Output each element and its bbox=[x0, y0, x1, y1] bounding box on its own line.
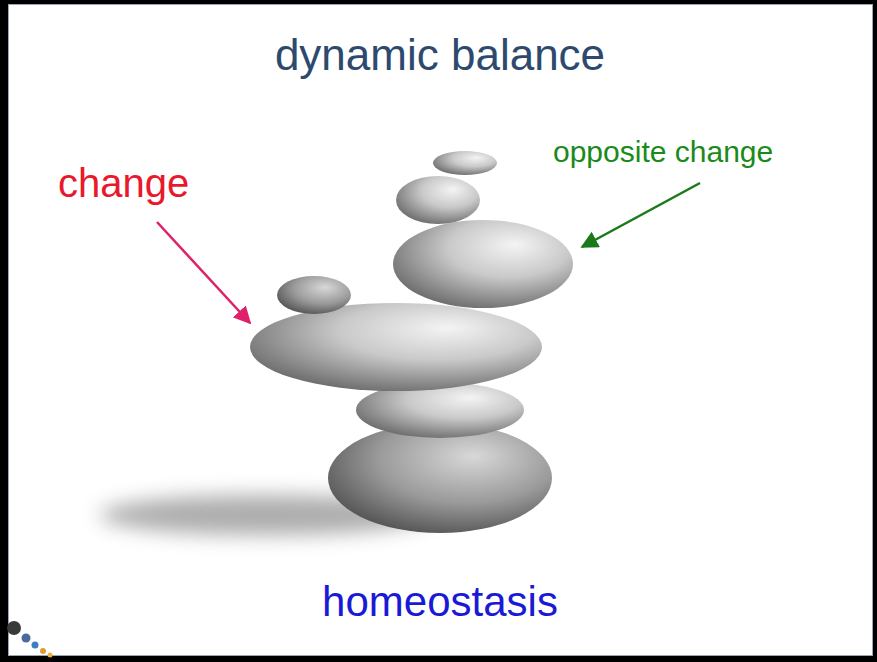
stone bbox=[277, 276, 351, 314]
leader-arrow bbox=[582, 183, 700, 247]
stone-stack bbox=[100, 151, 573, 535]
leader-arrow bbox=[157, 222, 250, 323]
callout-label: change bbox=[58, 160, 189, 206]
callout-label: opposite change bbox=[553, 135, 773, 170]
stone bbox=[328, 423, 552, 533]
corner-dots bbox=[7, 621, 53, 658]
stone bbox=[393, 220, 573, 308]
slide-caption: homeostasis bbox=[322, 578, 558, 626]
stone bbox=[433, 151, 497, 175]
stone bbox=[250, 303, 542, 391]
stone bbox=[396, 176, 480, 224]
slide-title: dynamic balance bbox=[275, 30, 605, 81]
